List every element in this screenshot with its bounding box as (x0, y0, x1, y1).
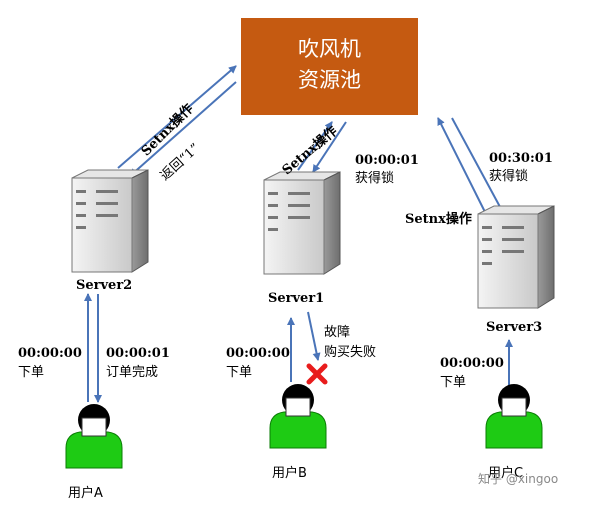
user-b-name: 用户B (272, 466, 307, 481)
user-a-name: 用户A (68, 486, 103, 501)
b-fail-label: 购买失败 (324, 345, 377, 360)
arrow-server1-setnx (297, 121, 333, 171)
setnx-right-label: Setnx操作 (405, 212, 472, 227)
arrow-server2-return (129, 81, 237, 177)
c-order-label: 下单 (440, 375, 467, 390)
user-c-name: 用户C (488, 466, 524, 481)
user-c-icon (485, 384, 543, 449)
a-order-label: 下单 (18, 365, 45, 380)
user-b-icon (269, 384, 327, 449)
watermark-text: 知乎 @xingoo (478, 472, 559, 486)
right-lock-label: 获得锁 (489, 169, 529, 184)
mid-time-label: 00:00:01 (355, 153, 419, 168)
a-done-time-label: 00:00:01 (106, 346, 170, 361)
a-done-label: 订单完成 (106, 365, 159, 380)
mid-lock-label: 获得锁 (355, 171, 395, 186)
b-order-label: 下单 (226, 365, 253, 380)
server3-icon (477, 205, 555, 309)
resource-pool-box: 吹风机 资源池 (241, 18, 418, 115)
c-order-time-label: 00:00:00 (440, 356, 504, 371)
server2-icon (71, 169, 149, 273)
server2-name: Server2 (76, 278, 133, 293)
arrow-server3-lock (451, 117, 507, 219)
b-fault-label: 故障 (324, 325, 351, 340)
server3-name: Server3 (486, 320, 543, 335)
user-a-icon (65, 404, 123, 469)
pool-title-line1: 吹风机 (298, 37, 361, 61)
arrow-server1-lock (312, 121, 347, 173)
arrow-server3-setnx (437, 117, 493, 227)
pool-title-line2: 资源池 (298, 68, 361, 92)
server1-name: Server1 (268, 291, 325, 306)
a-order-time-label: 00:00:00 (18, 346, 82, 361)
right-time-label: 00:30:01 (489, 151, 553, 166)
fail-cross-icon (306, 363, 328, 385)
b-order-time-label: 00:00:00 (226, 346, 290, 361)
arrow-server2-setnx (117, 65, 237, 169)
server1-icon (263, 171, 341, 275)
arrow-server1-fail (307, 311, 321, 361)
